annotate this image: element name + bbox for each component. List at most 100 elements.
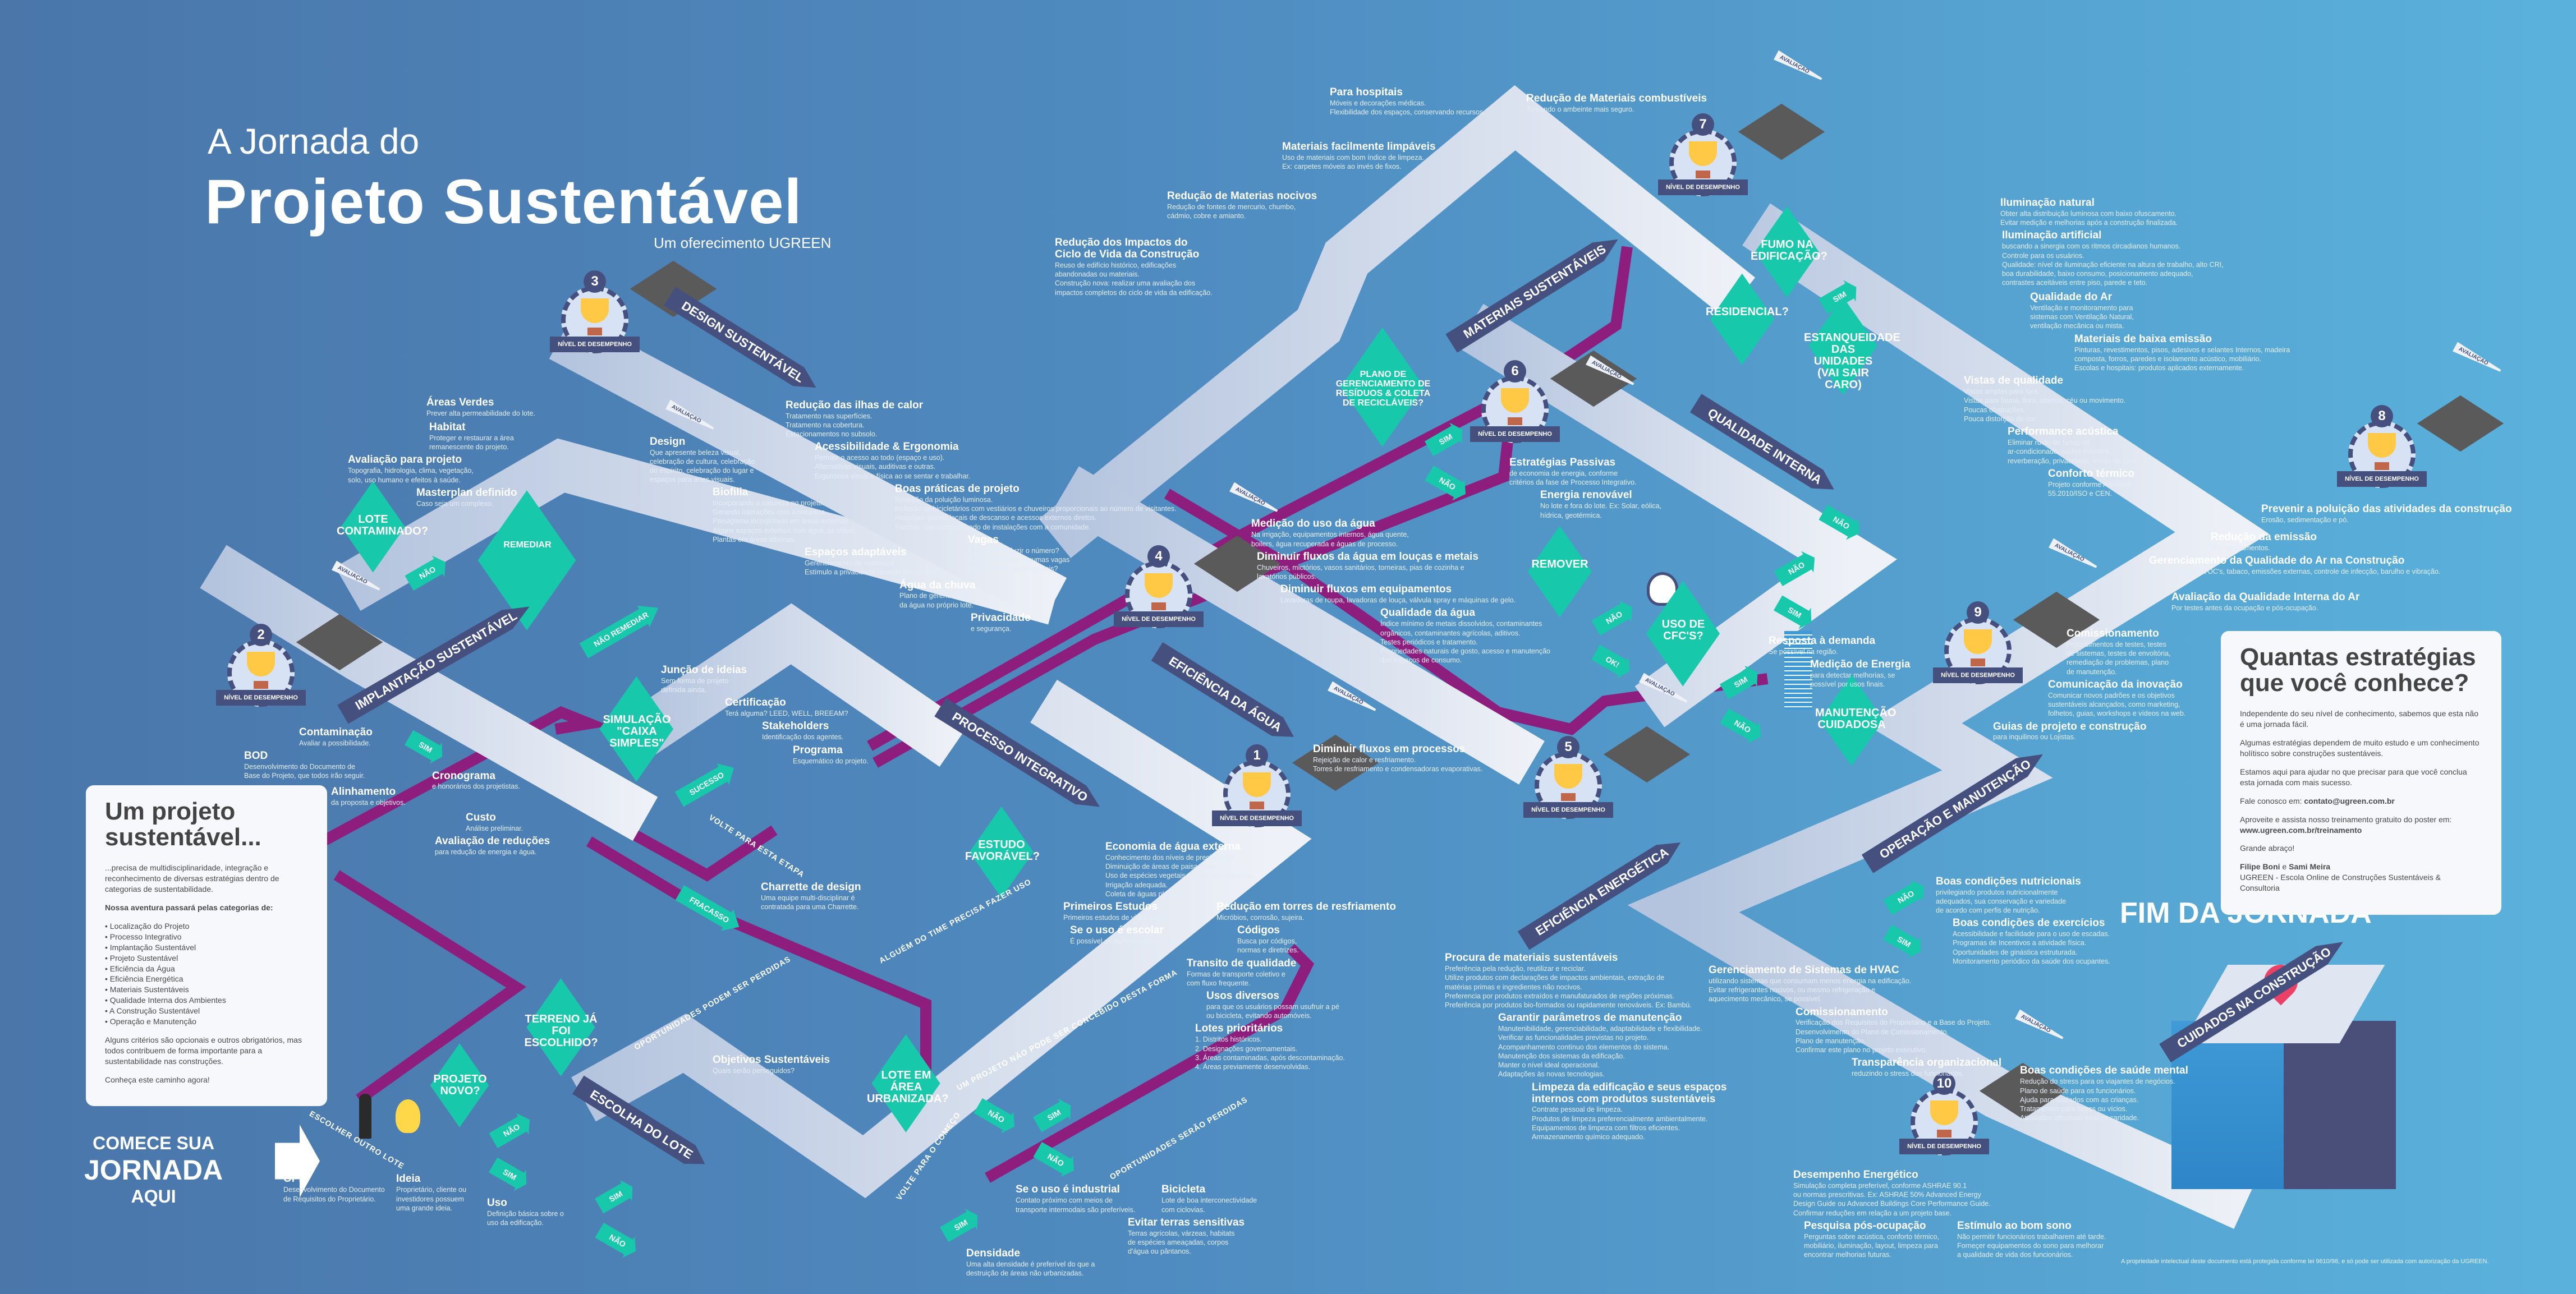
start-here-label: COMECE SUA JORNADA AQUI (84, 1133, 223, 1207)
badge-number: 8 (2371, 405, 2393, 427)
strategy-description: Eliminar ruído de fundo de ar-condiciona… (2008, 439, 2138, 465)
badge-number: 1 (1246, 744, 1268, 767)
decision-node[interactable]: REMEDIAR (471, 490, 584, 630)
road-segment (335, 438, 1062, 625)
strategy-description: Vistas amplas para fora. Vistas para fau… (1964, 388, 2126, 423)
strategy-title: Para hospitais (1330, 86, 1403, 98)
decision-node[interactable]: LOTE CONTAMINADO? (337, 481, 428, 572)
decision-node[interactable]: ESTUDO FAVORÁVEL? (965, 806, 1040, 897)
strategy-description: Procedimentos de testes, testes de siste… (2067, 640, 2171, 676)
trophy-base-icon (587, 328, 602, 335)
purple-alt-path (289, 706, 610, 863)
decision-label: SIMULAÇÃO "CAIXA SIMPLES" (603, 713, 671, 749)
decision-node[interactable]: LOTE EM ÁREA URBANIZADA? (867, 1034, 949, 1132)
badge-label: NÍVEL DE DESEMPENHO (1933, 667, 2023, 683)
decision-node[interactable]: RESIDENCIAL? (1706, 273, 1789, 365)
strategy-description: Uma alta densidade é preferível do que a… (966, 1260, 1095, 1278)
strategy-title: Certificação (725, 697, 786, 709)
strategy-title: Pesquisa pós-ocupação (1804, 1219, 1926, 1232)
category-list-item: Projeto Sustentável (105, 953, 308, 964)
strategy-description: Por testes antes da ocupação e pós-ocupa… (2171, 604, 2318, 612)
trophy-base-icon (1508, 417, 1522, 425)
badge-label: NÍVEL DE DESEMPENHO (216, 690, 306, 706)
decision-node[interactable]: REMOVER (1523, 526, 1596, 617)
strategy-description: Topografia, hidrologia, clima, vegetação… (348, 467, 474, 484)
strategy-title: Redução de Materias nocivos (1167, 190, 1317, 202)
strategy-title: Materiais de baixa emissão (2074, 333, 2212, 345)
badge-number: 2 (250, 624, 272, 646)
strategy-title: Lotes prioritários (1195, 1023, 1283, 1035)
strategy-item: Diminuir fluxos da água em louças e meta… (1257, 551, 1478, 581)
road-segment (626, 603, 968, 767)
strategy-title: Guias de projeto e construção (1993, 720, 2147, 733)
strategy-title: Materiais facilmente limpáveis (1282, 141, 1436, 153)
strategy-description: É possível os alunos visitarem a pé? (1070, 937, 1184, 946)
strategy-description: Avaliar a possibilidade. (299, 739, 371, 747)
decision-label: LOTE CONTAMINADO? (337, 513, 428, 537)
trophy-icon (1964, 629, 1992, 654)
badge-label: NÍVEL DE DESEMPENHO (2337, 471, 2427, 487)
decision-node[interactable]: FUMO NA EDIFICAÇÃO? (1751, 206, 1827, 297)
training-line: Aproveite e assista nosso treinamento gr… (2240, 814, 2482, 836)
strategy-description: Tornando o ambeinte mais seguro. (1526, 105, 1634, 113)
decision-node[interactable]: ESTANQUEIDADE DAS UNIDADES (VAI SAIR CAR… (1804, 296, 1900, 395)
strategy-description: Plano de gerenciamento da água no própri… (899, 592, 976, 609)
decision-node[interactable]: SIMULAÇÃO "CAIXA SIMPLES" (595, 676, 679, 781)
category-list-item: Qualidade Interna dos Ambientes (105, 995, 308, 1006)
road-segment (571, 679, 1312, 1199)
strategy-description: Índice mínimo de metais dissolvidos, con… (1380, 620, 1550, 665)
strategy-description: Redução de fontes de mercurio, chumbo, c… (1167, 202, 1296, 220)
strategy-description: Micróbios, corrosão, sujeira. (1216, 914, 1305, 922)
training-link[interactable]: www.ugreen.com.br/treinamento (2240, 825, 2362, 835)
strategy-title: Objetivos Sustentáveis (713, 1053, 830, 1066)
decision-node[interactable]: TERRENO JÁ FOI ESCOLHIDO? (522, 978, 600, 1076)
trophy-base-icon (1971, 658, 1985, 666)
strategy-description: Preferência pela redução, reutilizar e r… (1445, 965, 1692, 1010)
strategy-description: Perguntas sobre acústica, conforto térmi… (1804, 1232, 1940, 1259)
category-list: Localização do ProjetoProcesso Integrati… (105, 921, 308, 1027)
purple-alt-path (1164, 489, 1769, 735)
badge-number: 4 (1147, 545, 1170, 568)
strategy-description: É possível reduzir o número? É possível … (968, 546, 1070, 573)
strategy-title: Masterplan definido (416, 486, 517, 499)
contact-email-link[interactable]: contato@ugreen.com.br (2304, 796, 2395, 805)
purple-alt-path (586, 836, 931, 1094)
strategy-description: Uma equipe multi-disciplinar é contratad… (761, 894, 859, 911)
decision-node[interactable]: USO DE CFC'S? (1641, 581, 1725, 686)
strategy-description: Caso seja um complexo. (416, 499, 493, 508)
decision-node[interactable]: MANUTENÇÃO CUIDADOSA (1815, 674, 1896, 766)
category-list-item: Localização do Projeto (105, 921, 308, 932)
strategy-description: Sem forma de projeto definida ainda. (661, 676, 729, 694)
strategy-description: Se possível na região. (1769, 647, 1838, 656)
strategy-title: Redução dos Impactos do Ciclo de Vida da… (1055, 237, 1200, 260)
intro-cta: Conheça este caminho agora! (105, 1075, 210, 1084)
decision-node[interactable]: PLANO DE GERENCIAMENTO DE RESÍDUOS & COL… (1335, 328, 1431, 447)
decision-node[interactable]: PROJETO NOVO? (426, 1043, 494, 1128)
strategy-title: Programa (793, 744, 843, 756)
badge-label: NÍVEL DE DESEMPENHO (1523, 802, 1613, 818)
strategy-description: Incorporando a natureza no projeto. Gera… (713, 499, 857, 544)
outro-p3: Estamos aqui para ajudar no que precisar… (2240, 767, 2467, 787)
badge-number: 5 (1557, 736, 1579, 758)
outro-p1: Independente do seu nível de conheciment… (2240, 709, 2478, 729)
decision-label: REMOVER (1531, 558, 1588, 570)
strategy-title: Avaliação da Qualidade Interna do Ar (2171, 591, 2360, 603)
